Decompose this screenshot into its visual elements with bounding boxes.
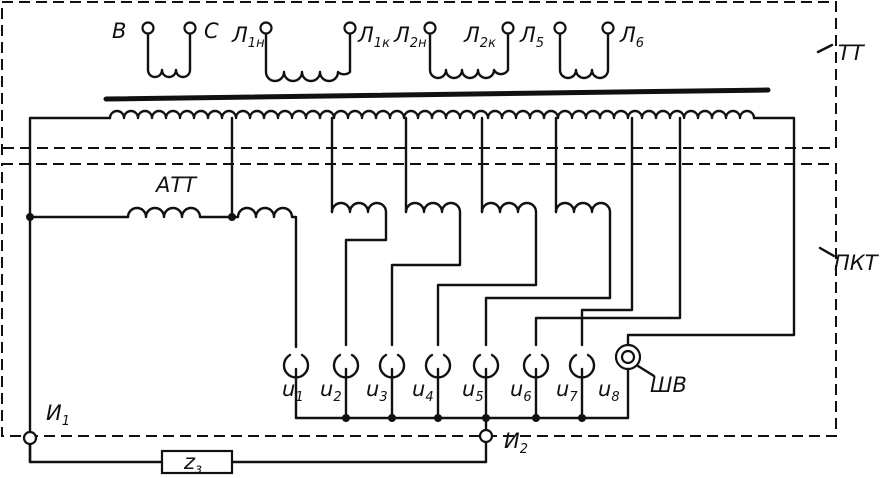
socket-shv[interactable] (614, 343, 642, 371)
junction-dot (26, 213, 34, 221)
label-u4: u4 (412, 377, 434, 405)
shv-wire (626, 116, 796, 347)
pkt-leader (818, 246, 836, 258)
label-v: В (112, 19, 126, 43)
top-terminal-6[interactable] (501, 21, 515, 35)
tap-8 (668, 116, 682, 320)
socket-drops (294, 367, 630, 420)
label-l2k: Л2к (463, 23, 496, 51)
transformer-core (103, 87, 771, 102)
top-terminal-4[interactable] (343, 21, 357, 35)
primary-winding-l2 (428, 31, 510, 80)
terminal-i1[interactable] (22, 430, 38, 446)
pkt-winding-5 (484, 201, 612, 347)
tap-6-wire (534, 316, 672, 347)
secondary-winding (108, 109, 756, 120)
label-l1n: Л1н (231, 23, 265, 51)
tt-block-border (1, 1, 837, 155)
junction-dot (532, 414, 540, 422)
label-shv: ШВ (650, 373, 687, 397)
label-u1: u1 (282, 377, 304, 405)
label-s: С (204, 19, 219, 43)
pkt-winding-2 (330, 201, 388, 347)
junction-dot (388, 414, 396, 422)
top-terminal-2[interactable] (183, 21, 197, 35)
label-pkt: ПКТ (834, 251, 880, 275)
label-load: zз (183, 450, 202, 477)
shv-leader (636, 364, 656, 378)
tt-leader (816, 43, 834, 54)
label-u8: u8 (598, 377, 620, 405)
tap-7 (580, 116, 634, 347)
label-l5: Л5 (519, 23, 544, 51)
top-terminal-8[interactable] (601, 21, 615, 35)
att-winding-2 (230, 206, 298, 347)
top-terminal-1[interactable] (141, 21, 155, 35)
terminal-i2[interactable] (478, 428, 494, 444)
load-wire-right (230, 434, 488, 464)
pkt-winding-4 (436, 201, 538, 347)
pkt-block-border (1, 163, 837, 437)
left-bus-wire (28, 116, 112, 464)
label-i2: И2 (504, 429, 528, 457)
label-l6: Л6 (619, 23, 644, 51)
junction-dot (434, 414, 442, 422)
label-u6: u6 (510, 377, 532, 405)
top-terminal-3[interactable] (259, 21, 273, 35)
top-terminal-5[interactable] (423, 21, 437, 35)
primary-winding-l1 (264, 31, 352, 83)
label-u7: u7 (556, 377, 578, 405)
label-l1k: Л1к (357, 23, 390, 51)
top-terminal-7[interactable] (553, 21, 567, 35)
label-u3: u3 (366, 377, 388, 405)
pkt-winding-3 (390, 201, 462, 347)
label-i1: И1 (46, 401, 70, 429)
primary-winding-vc (146, 31, 192, 79)
junction-dot (482, 414, 490, 422)
label-l2n: Л2н (393, 23, 427, 51)
junction-dot (228, 213, 236, 221)
label-att: АТТ (154, 173, 198, 197)
junction-dot (578, 414, 586, 422)
junction-dot (342, 414, 350, 422)
primary-winding-l56 (558, 31, 610, 80)
label-tt: ТТ (838, 41, 866, 65)
label-u5: u5 (462, 377, 484, 405)
att-winding (126, 206, 234, 219)
label-u2: u2 (320, 377, 342, 405)
load-wire-left (28, 436, 164, 464)
